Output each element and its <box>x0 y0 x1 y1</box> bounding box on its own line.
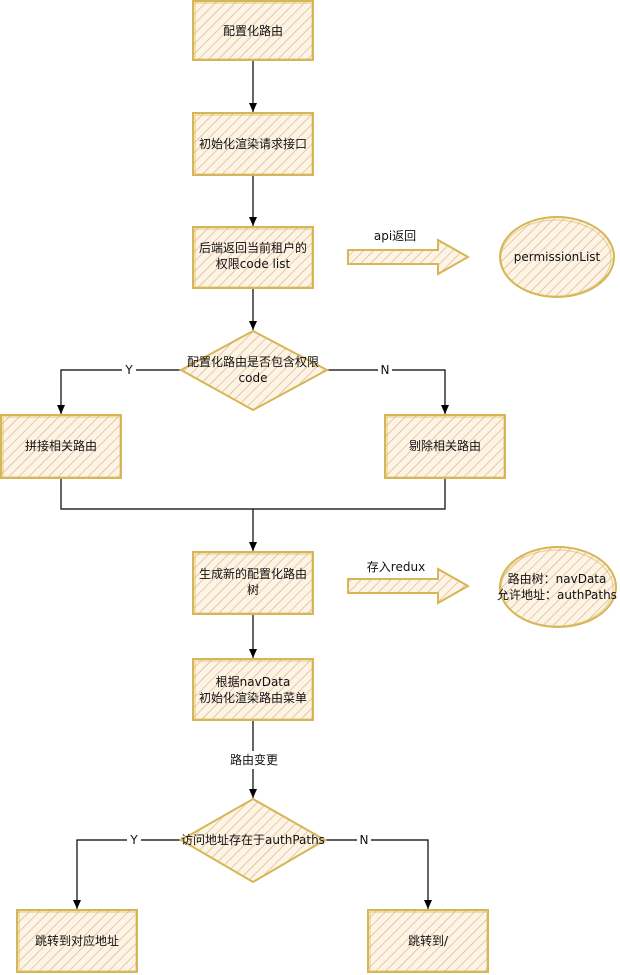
edge-label-route-change: 路由变更 <box>230 752 278 767</box>
node-redux-store-label-line1: 路由树：navData <box>508 571 607 586</box>
node-contains-check-label-line1: 配置化路由是否包含权限 <box>187 354 319 369</box>
edge-label-no-1: N <box>381 363 390 377</box>
node-splice-routes-label: 拼接相关路由 <box>25 438 97 453</box>
node-configured-routes[interactable]: 配置化路由 <box>192 0 314 61</box>
node-remove-routes-label: 剔除相关路由 <box>409 438 481 453</box>
node-contains-check[interactable]: 配置化路由是否包含权限 code <box>178 329 330 412</box>
api-return-label: api返回 <box>374 229 416 243</box>
store-redux-label: 存入redux <box>367 560 425 574</box>
node-goto-target[interactable]: 跳转到对应地址 <box>16 909 138 973</box>
node-splice-routes[interactable]: 拼接相关路由 <box>0 414 122 479</box>
node-backend-returns-label-line2: 权限code list <box>216 257 291 271</box>
node-init-render-request-label: 初始化渲染请求接口 <box>199 136 307 151</box>
connectors <box>57 60 449 909</box>
edge-check-no <box>326 369 449 414</box>
edge-auth-no <box>324 839 432 909</box>
node-goto-root-label: 跳转到/ <box>408 933 449 948</box>
edge-label-yes-1: Y <box>124 363 133 377</box>
edge-splice-merge <box>60 478 446 510</box>
node-contains-check-label-line2: code <box>239 371 268 385</box>
node-remove-routes[interactable]: 剔除相关路由 <box>384 414 506 479</box>
node-permission-list[interactable]: permissionList <box>499 216 615 298</box>
node-render-menu[interactable]: 根据navData 初始化渲染路由菜单 <box>192 658 314 721</box>
edge-label-no-2: N <box>360 833 369 847</box>
node-backend-returns-label-line1: 后端返回当前租户的 <box>199 240 307 255</box>
edge-label-yes-2: Y <box>129 833 138 847</box>
node-init-render-request[interactable]: 初始化渲染请求接口 <box>192 112 314 176</box>
node-backend-returns[interactable]: 后端返回当前租户的 权限code list <box>192 226 314 289</box>
node-configured-routes-label: 配置化路由 <box>223 23 283 38</box>
node-auth-check[interactable]: 访问地址存在于authPaths <box>178 797 328 884</box>
node-permission-list-label: permissionList <box>514 250 601 264</box>
node-redux-store-label-line2: 允许地址：authPaths <box>497 587 617 602</box>
api-return-arrow: api返回 <box>347 229 471 276</box>
node-goto-target-label: 跳转到对应地址 <box>35 933 119 948</box>
edge-auth-yes <box>73 839 182 909</box>
node-generate-tree-label-line2: 树 <box>247 582 259 597</box>
node-render-menu-label-line2: 初始化渲染路由菜单 <box>199 690 307 705</box>
store-redux-arrow: 存入redux <box>347 560 471 605</box>
node-generate-tree[interactable]: 生成新的配置化路由 树 <box>192 551 314 615</box>
edge-check-yes <box>57 369 182 414</box>
node-goto-root[interactable]: 跳转到/ <box>367 909 489 973</box>
node-generate-tree-label-line1: 生成新的配置化路由 <box>199 566 307 581</box>
node-redux-store[interactable]: 路由树：navData 允许地址：authPaths <box>497 546 617 628</box>
node-render-menu-label-line1: 根据navData <box>216 675 291 689</box>
node-auth-check-label: 访问地址存在于authPaths <box>181 833 325 847</box>
